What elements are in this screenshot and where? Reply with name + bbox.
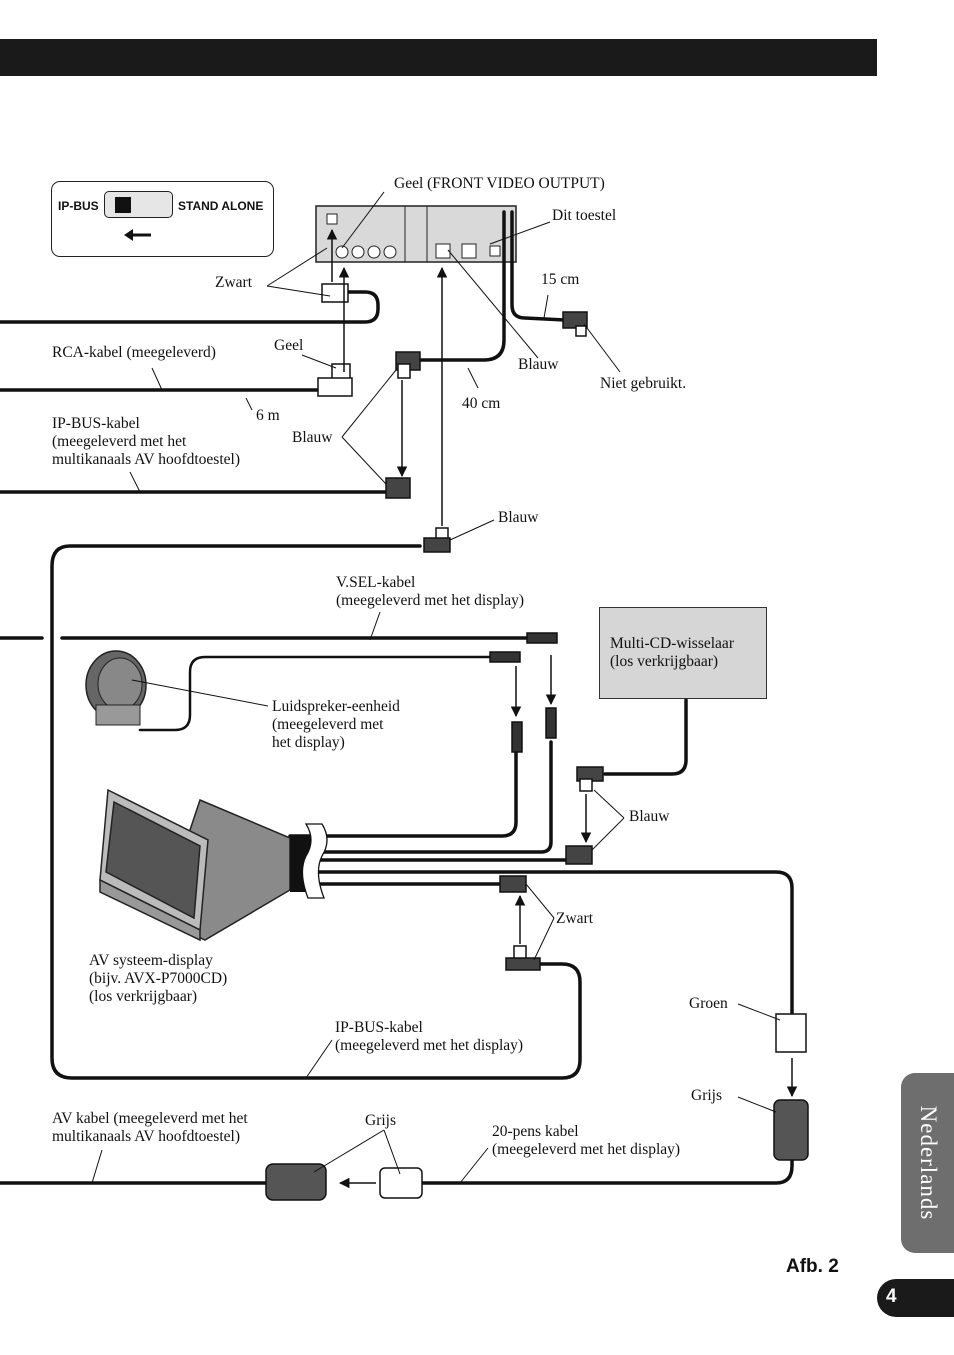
label-15cm: 15 cm [541,271,580,288]
switch-ip-bus-label: IP-BUS [58,199,99,213]
label-6m: 6 m [256,407,280,424]
label-rca-kabel: RCA-kabel (meegeleverd) [52,344,216,361]
multi-cd-changer-box: Multi-CD-wisselaar (los verkrijgbaar) [599,607,767,699]
label-geel-front-video: Geel (FRONT VIDEO OUTPUT) [394,175,605,192]
language-tab-label: Nederlands [915,1105,941,1221]
label-zwart-2: Zwart [556,910,594,927]
label-zwart-1: Zwart [215,274,253,291]
page-number: 4 [886,1286,897,1307]
leader-lines [91,191,781,1184]
figure-label: Afb. 2 [786,1256,839,1277]
break-marks [301,823,328,899]
label-40cm: 40 cm [462,395,501,412]
label-blauw-1: Blauw [518,356,559,373]
label-20-pens-kabel: 20-pens kabel (meegeleverd met het displ… [492,1123,681,1158]
switch-stand-alone-label: STAND ALONE [178,199,264,213]
language-tab: Nederlands [901,1073,954,1253]
label-groen: Groen [689,995,728,1012]
label-vsel-kabel: V.SEL-kabel (meegeleverd met het display… [336,574,525,609]
left-arrow-icon [124,229,151,241]
label-geel: Geel [274,337,304,354]
label-grijs-1: Grijs [691,1087,722,1104]
page-number-tab: 4 [877,1279,954,1317]
label-av-systeem-display: AV systeem-display (bijv. AVX-P7000CD) (… [89,952,228,1005]
label-dit-toestel: Dit toestel [552,207,617,224]
switch-knob [115,197,131,213]
label-blauw-4: Blauw [629,808,670,825]
arrows [326,228,798,1189]
label-luidspreker: Luidspreker-eenheid (meegeleverd met het… [272,698,400,751]
connectors [265,283,809,1201]
label-multi-cd: Multi-CD-wisselaar (los verkrijgbaar) [610,635,734,670]
ip-bus-switch-inset: IP-BUS STAND ALONE [51,181,274,257]
header-bar [0,39,877,76]
label-niet-gebruikt: Niet gebruikt. [600,375,687,392]
main-unit [315,205,517,263]
cables [0,210,794,1185]
label-blauw-2: Blauw [292,429,333,446]
label-ip-bus-kabel-2: IP-BUS-kabel (meegeleverd met het displa… [335,1019,524,1054]
av-display-unit [99,788,316,942]
speaker-unit [85,650,147,726]
ip-bus-switch [104,191,173,218]
label-ip-bus-kabel-1: IP-BUS-kabel (meegeleverd met het multik… [52,415,240,468]
label-blauw-3: Blauw [498,509,539,526]
label-av-kabel: AV kabel (meegeleverd met het multikanaa… [52,1110,248,1145]
label-grijs-2: Grijs [365,1112,396,1129]
